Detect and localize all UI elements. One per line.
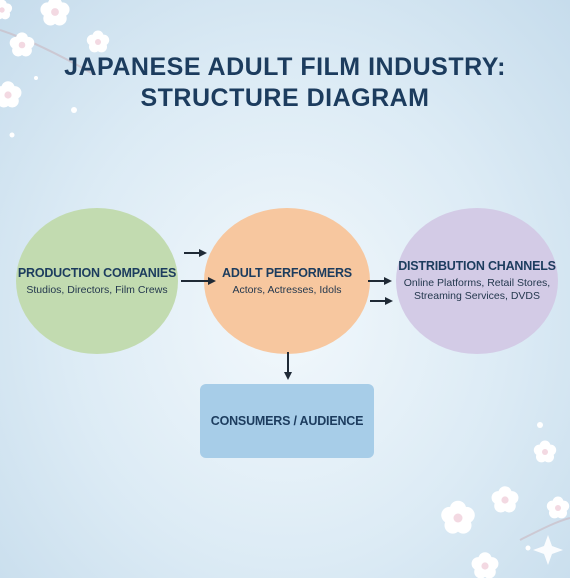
node-subtitle: Actors, Actresses, Idols	[232, 283, 342, 296]
title-line-2: STRUCTURE DIAGRAM	[140, 84, 430, 112]
node-subtitle-line-2: Streaming Services, DVDS	[413, 290, 541, 302]
node-subtitle: Studios, Directors, Film Crews	[26, 283, 168, 296]
node-production-companies: PRODUCTION COMPANIES Studios, Directors,…	[16, 208, 178, 354]
node-title: PRODUCTION COMPANIES	[17, 265, 177, 280]
node-distribution-channels: DISTRIBUTION CHANNELS Online Platforms, …	[396, 208, 558, 354]
diagram-title: JAPANESE ADULT FILM INDUSTRY: STRUCTURE …	[0, 52, 570, 114]
node-consumers-audience: CONSUMERS / AUDIENCE	[200, 384, 374, 458]
node-adult-performers: ADULT PERFORMERS Actors, Actresses, Idol…	[204, 208, 370, 354]
node-title: ADULT PERFORMERS	[222, 265, 352, 280]
node-title: CONSUMERS / AUDIENCE	[210, 414, 364, 428]
title-line-1: JAPANESE ADULT FILM INDUSTRY:	[64, 53, 506, 81]
node-subtitle-line-1: Online Platforms, Retail Stores,	[403, 277, 551, 289]
node-title: DISTRIBUTION CHANNELS	[398, 259, 556, 273]
